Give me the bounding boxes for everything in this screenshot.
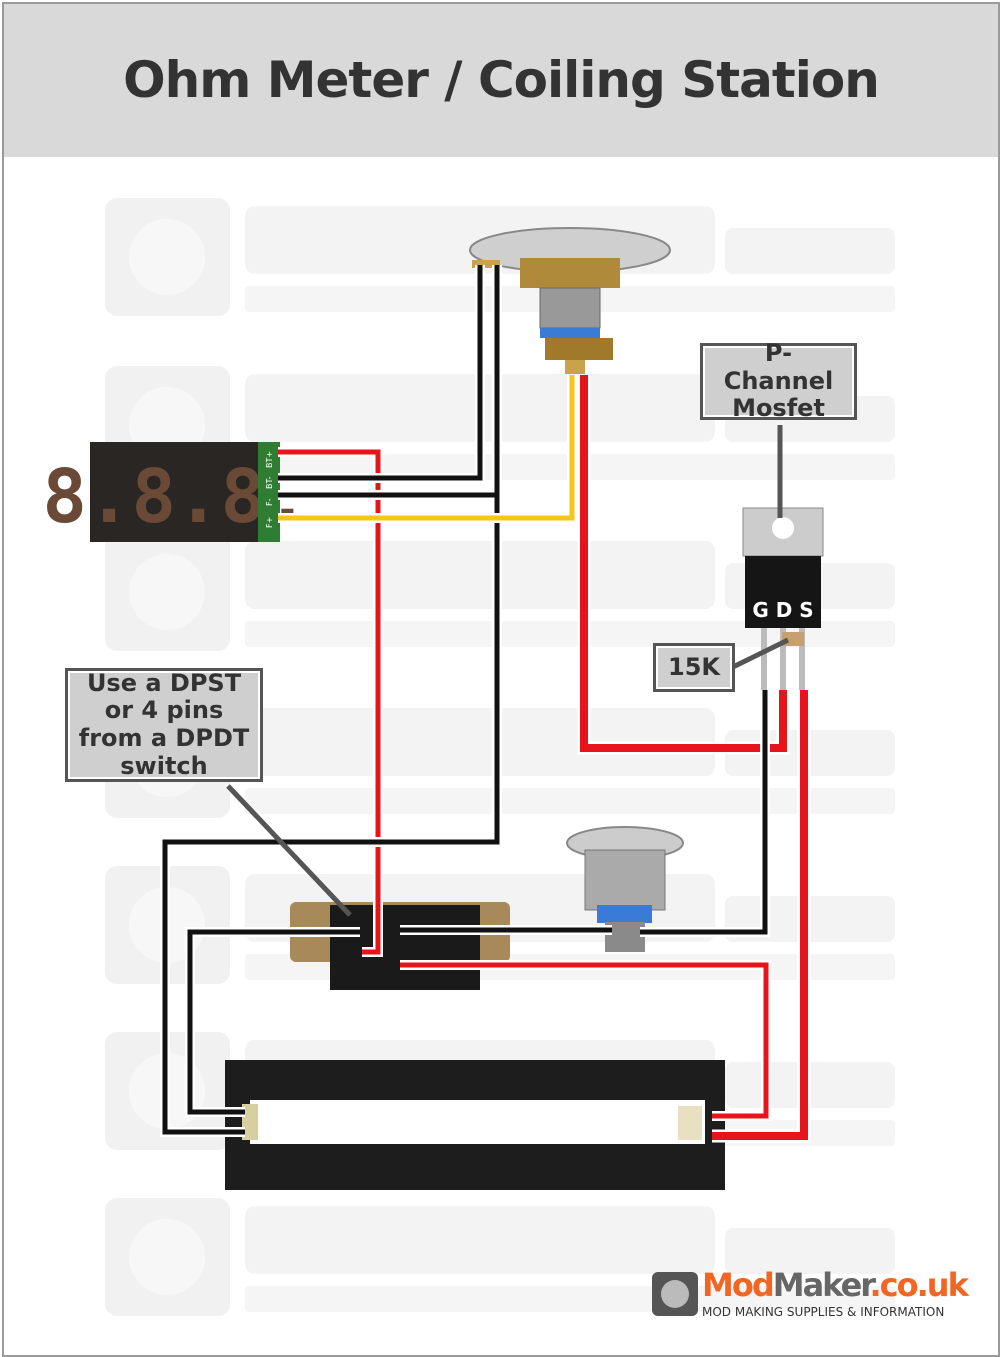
mosfet-pins-label: G D S — [752, 598, 813, 622]
mosfet: G D S — [742, 507, 824, 690]
brand-name-mod: Mod — [702, 1266, 775, 1304]
watermark-tagline-mark — [245, 788, 895, 814]
dpst-switch — [290, 902, 510, 990]
battery-holder — [225, 1060, 725, 1190]
fire-button — [469, 227, 671, 374]
switch-note-label: Use a DPST or 4 pins from a DPDT switch — [65, 668, 263, 782]
wire-black-bt-minus — [278, 265, 485, 483]
watermark — [105, 1198, 895, 1316]
watermark-tagline-mark — [245, 621, 895, 647]
pin-bt-minus: BT- — [265, 476, 274, 489]
watermark-tagline-mark — [245, 1286, 895, 1312]
wire-red-battery-plus — [712, 690, 811, 1143]
resistor-label: 15K — [653, 643, 735, 692]
title-bar: Ohm Meter / Coiling Station — [4, 4, 998, 157]
brand-name-maker: Maker — [772, 1266, 872, 1304]
wires — [160, 265, 811, 1143]
brand-logo-icon — [652, 1272, 698, 1316]
page-title: Ohm Meter / Coiling Station — [123, 51, 880, 109]
pin-f-plus: F+ — [265, 517, 274, 528]
watermark-name-mark — [245, 1206, 715, 1274]
watermark-name-mark — [245, 708, 715, 776]
brand-logo: ModMaker.co.uk MOD MAKING SUPPLIES & INF… — [652, 1266, 969, 1324]
watermark-name-mark — [245, 541, 715, 609]
pin-f-minus: F- — [265, 498, 274, 506]
voltmeter-display: 8.8.8. BT+ BT- F- F+ — [42, 442, 310, 542]
pin-bt-plus: BT+ — [265, 451, 274, 468]
momentary-button — [566, 826, 684, 952]
brand-domain: .co.uk — [869, 1266, 969, 1304]
mosfet-label: P-Channel Mosfet — [700, 339, 857, 422]
callout-lines — [226, 425, 790, 917]
brand-tagline: MOD MAKING SUPPLIES & INFORMATION — [702, 1305, 945, 1319]
